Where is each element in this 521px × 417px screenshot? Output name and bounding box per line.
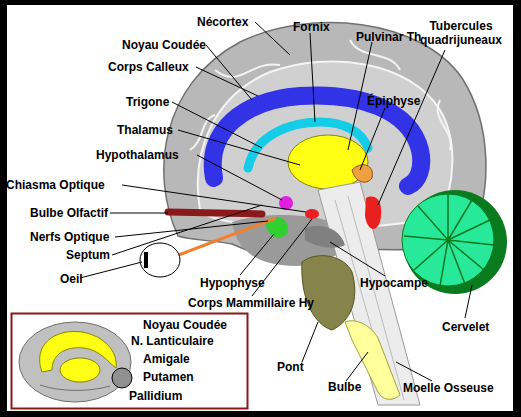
- part-label: Amigale: [143, 352, 190, 366]
- part-label: Hypocampe: [360, 276, 428, 290]
- cerebellum: [402, 194, 494, 286]
- part-label: Pulvinar Th: [356, 30, 421, 44]
- part-label: Oeil: [60, 272, 83, 286]
- part-label: Nécortex: [197, 15, 248, 29]
- part-label: Corps Calleux: [108, 60, 189, 74]
- part-label: Moelle Osseuse: [403, 381, 494, 395]
- part-label: Putamen: [143, 370, 194, 384]
- part-label: Noyau Coudée: [122, 38, 206, 52]
- part-label: Bulbe Olfactif: [30, 206, 108, 220]
- part-label: Noyau Coudée: [143, 318, 227, 332]
- part-label: Épiphyse: [367, 94, 420, 108]
- inset-frame: [12, 314, 248, 409]
- pineal: [352, 165, 372, 182]
- part-label: Hypophyse: [200, 276, 265, 290]
- part-label: N. Lanticulaire: [131, 334, 214, 348]
- part-label: Corps Mammillaire Hy: [188, 296, 314, 310]
- tectum: [365, 197, 381, 229]
- part-label: Trigone: [126, 95, 169, 109]
- part-label: Hypothalamus: [96, 148, 179, 162]
- part-label: Thalamus: [117, 123, 173, 137]
- part-label: Fornix: [293, 20, 330, 34]
- inset-line: [40, 385, 110, 390]
- inset-hemisphere: [19, 322, 131, 402]
- inset-lentiform: [60, 358, 100, 382]
- olfactory-bulb: [168, 212, 262, 214]
- eye-lens: [144, 252, 148, 268]
- part-label: Chiasma Optique: [6, 178, 105, 192]
- hippocampus: [305, 226, 345, 248]
- part-label: Nerfs Optique: [30, 230, 109, 244]
- part-label: Pont: [277, 360, 304, 374]
- cerebellum-folia: [404, 194, 494, 286]
- part-label: Septum: [66, 248, 110, 262]
- thalamus: [288, 135, 368, 189]
- mammillary-shape: [305, 209, 319, 219]
- pons: [302, 256, 355, 330]
- part-label: Pallidium: [129, 389, 182, 403]
- inset-amygdala: [112, 368, 132, 388]
- leader-lines: [80, 22, 472, 396]
- part-label: Cervelet: [442, 320, 489, 334]
- part-label: Tubercules quadrijuneaux: [412, 19, 510, 47]
- eye: [140, 243, 180, 277]
- part-label: Bulbe: [328, 380, 361, 394]
